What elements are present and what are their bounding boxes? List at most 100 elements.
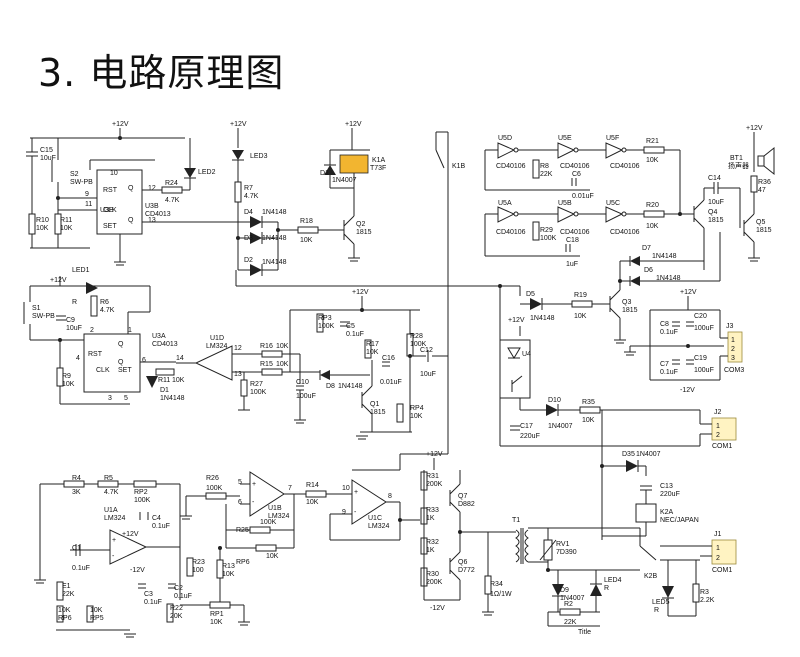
svg-text:BT1: BT1 xyxy=(730,155,743,162)
svg-text:+12V: +12V xyxy=(680,289,697,296)
svg-text:C10: C10 xyxy=(296,379,309,386)
svg-text:U4: U4 xyxy=(522,351,531,358)
svg-text:+12V: +12V xyxy=(352,289,369,296)
svg-text:1N4148: 1N4148 xyxy=(160,395,185,402)
svg-text:R23: R23 xyxy=(192,559,205,566)
svg-text:1N4007: 1N4007 xyxy=(332,177,357,184)
svg-text:COM1: COM1 xyxy=(712,443,732,450)
svg-text:COM1: COM1 xyxy=(712,567,732,574)
svg-text:LM324: LM324 xyxy=(104,515,126,522)
svg-text:1uF: 1uF xyxy=(566,261,578,268)
svg-text:12: 12 xyxy=(234,345,242,352)
svg-text:1815: 1815 xyxy=(756,227,772,234)
svg-text:6: 6 xyxy=(238,499,242,506)
svg-text:R20: R20 xyxy=(646,202,659,209)
svg-text:6: 6 xyxy=(142,357,146,364)
svg-text:1: 1 xyxy=(128,327,132,334)
svg-text:-12V: -12V xyxy=(680,387,695,394)
svg-text:R14: R14 xyxy=(306,482,319,489)
svg-text:3: 3 xyxy=(108,395,112,402)
svg-text:R: R xyxy=(654,607,659,614)
svg-text:47: 47 xyxy=(758,187,766,194)
svg-text:+12V: +12V xyxy=(345,121,362,128)
svg-text:Q3: Q3 xyxy=(622,299,631,306)
svg-text:10: 10 xyxy=(110,170,118,177)
svg-text:-: - xyxy=(112,553,115,560)
svg-text:R6: R6 xyxy=(100,299,109,306)
svg-text:100uF: 100uF xyxy=(694,325,714,332)
svg-text:R11: R11 xyxy=(60,217,72,224)
svg-text:LED3: LED3 xyxy=(250,153,268,160)
svg-text:2: 2 xyxy=(731,346,735,353)
svg-text:RV1: RV1 xyxy=(556,541,570,548)
svg-text:1K: 1K xyxy=(426,515,435,522)
svg-text:+: + xyxy=(354,489,358,496)
svg-text:+12V: +12V xyxy=(508,317,525,324)
svg-text:10K: 10K xyxy=(60,225,73,232)
svg-text:LM324: LM324 xyxy=(206,343,228,350)
svg-text:0.1uF: 0.1uF xyxy=(144,599,162,606)
svg-text:COM3: COM3 xyxy=(724,367,744,374)
svg-text:CD40106: CD40106 xyxy=(610,163,640,170)
svg-text:4.7K: 4.7K xyxy=(165,197,180,204)
svg-text:D8: D8 xyxy=(326,383,335,390)
svg-text:R11: R11 xyxy=(158,377,170,384)
svg-text:C19: C19 xyxy=(694,355,707,362)
svg-text:R19: R19 xyxy=(574,292,587,299)
svg-text:C9: C9 xyxy=(66,317,75,324)
svg-text:SW-PB: SW-PB xyxy=(32,313,55,320)
svg-text:J3: J3 xyxy=(726,323,734,330)
svg-text:R18: R18 xyxy=(300,218,313,225)
svg-text:R36: R36 xyxy=(758,179,771,186)
svg-text:7: 7 xyxy=(288,485,292,492)
svg-text:14: 14 xyxy=(176,355,184,362)
svg-text:U5A: U5A xyxy=(498,200,512,207)
svg-text:13: 13 xyxy=(148,217,156,224)
svg-text:+: + xyxy=(252,481,256,488)
svg-text:R16: R16 xyxy=(260,343,273,350)
svg-text:Q6: Q6 xyxy=(458,559,467,566)
svg-text:D10: D10 xyxy=(548,397,561,404)
svg-text:D6: D6 xyxy=(644,267,653,274)
svg-text:LM324: LM324 xyxy=(368,523,390,530)
svg-text:R31: R31 xyxy=(426,473,439,480)
svg-text:10K: 10K xyxy=(36,225,49,232)
svg-text:5: 5 xyxy=(238,479,242,486)
svg-text:R27: R27 xyxy=(250,381,263,388)
svg-text:1N4148: 1N4148 xyxy=(262,259,287,266)
svg-text:SET: SET xyxy=(103,223,117,230)
svg-text:2: 2 xyxy=(716,432,720,439)
svg-text:10K: 10K xyxy=(366,349,379,356)
svg-text:K1A: K1A xyxy=(372,157,386,164)
svg-text:220uF: 220uF xyxy=(520,433,540,440)
svg-text:2: 2 xyxy=(90,327,94,334)
svg-text:-12V: -12V xyxy=(430,605,445,612)
svg-text:RP3: RP3 xyxy=(318,315,332,322)
svg-text:Q5: Q5 xyxy=(756,219,765,226)
svg-text:10K: 10K xyxy=(210,619,223,626)
svg-text:Q7: Q7 xyxy=(458,493,467,500)
svg-text:0.1uF: 0.1uF xyxy=(72,565,90,572)
svg-text:D4: D4 xyxy=(244,209,253,216)
svg-text:1N4007: 1N4007 xyxy=(548,423,573,430)
svg-text:R29: R29 xyxy=(540,227,553,234)
svg-text:5: 5 xyxy=(124,395,128,402)
svg-text:LED2: LED2 xyxy=(198,169,216,176)
svg-text:D5: D5 xyxy=(526,291,535,298)
svg-text:1: 1 xyxy=(716,545,720,552)
svg-text:+: + xyxy=(112,537,116,544)
svg-text:10K: 10K xyxy=(266,553,279,560)
svg-text:Title: Title xyxy=(578,629,591,636)
svg-text:100uF: 100uF xyxy=(296,393,316,400)
svg-text:10K: 10K xyxy=(646,157,659,164)
svg-text:10uF: 10uF xyxy=(420,371,436,378)
svg-text:22K: 22K xyxy=(564,619,577,626)
svg-text:RP2: RP2 xyxy=(134,489,148,496)
